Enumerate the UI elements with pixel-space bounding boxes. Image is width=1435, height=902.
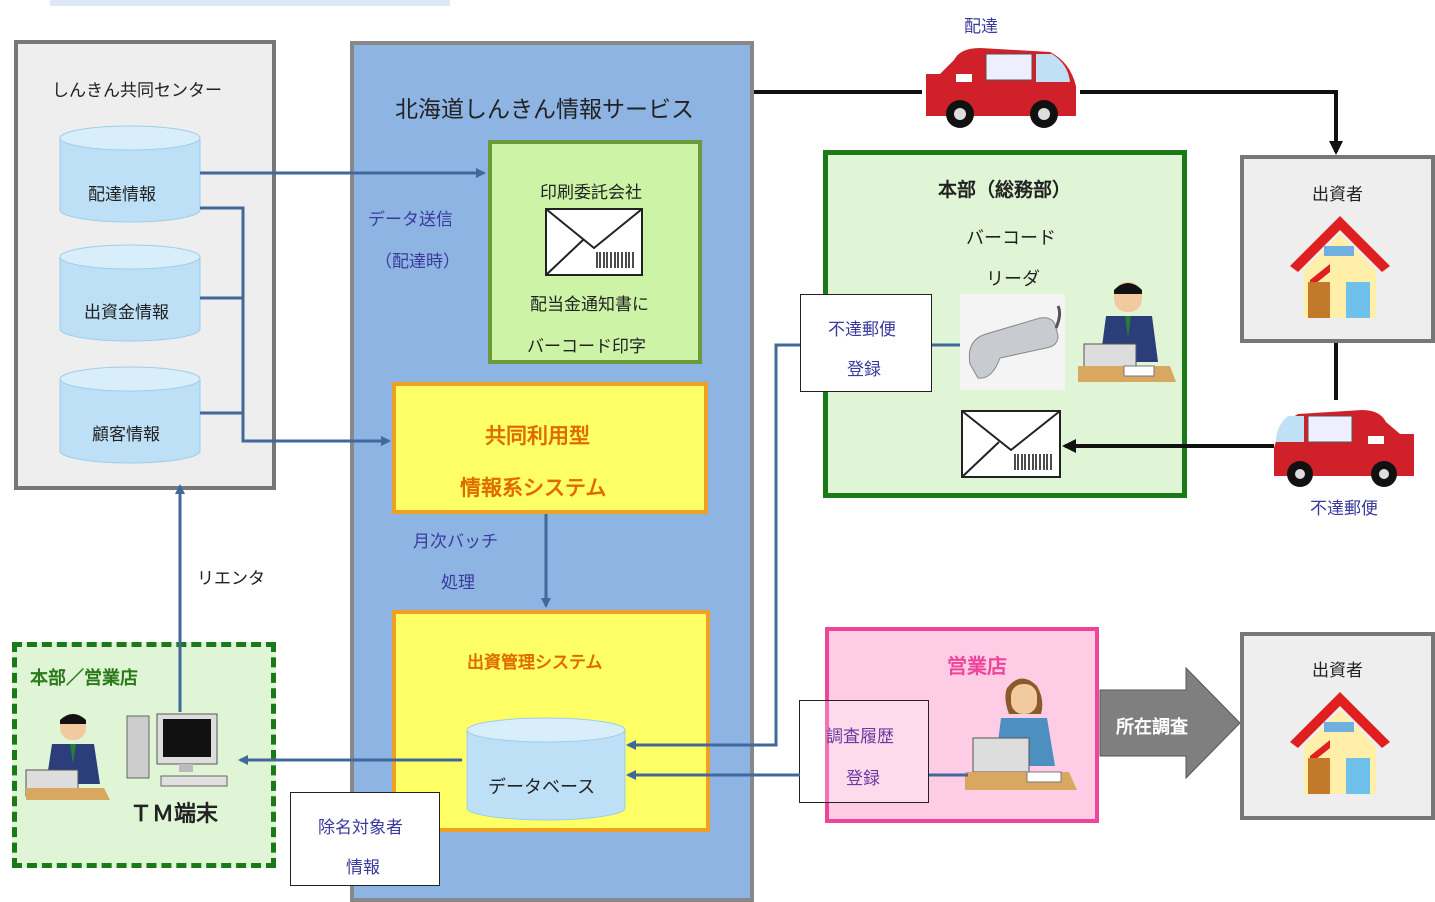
print-company-title: 印刷委託会社 xyxy=(540,183,642,203)
arrow-db-to-shared xyxy=(200,206,391,446)
terminal-label: ＴＭ端末 xyxy=(130,802,219,827)
survey-reg-line1: 調査履歴 xyxy=(826,727,894,747)
branch-box xyxy=(825,627,1099,823)
undelivered-reg-box xyxy=(800,294,932,392)
main-service-title: 北海道しんきん情報サービス xyxy=(395,97,694,123)
house-icon-top xyxy=(1290,216,1390,318)
arrow-delivery-route xyxy=(754,90,1343,155)
hq-branch-title: 本部／営業店 xyxy=(30,668,138,689)
db-cylinder-delivery xyxy=(59,125,201,223)
db-cylinder-customer xyxy=(59,366,201,464)
data-send-line1: データ送信 xyxy=(368,210,453,230)
db-label-delivery: 配達情報 xyxy=(88,185,156,205)
removal-info-line1: 除名対象者 xyxy=(318,818,403,838)
db-cylinder-main xyxy=(466,717,626,821)
location-survey-label: 所在調査 xyxy=(1116,717,1188,738)
investor-bottom-label: 出資者 xyxy=(1312,661,1363,681)
undelivered-reg-line1: 不達郵便 xyxy=(828,320,896,340)
delivery-label: 配達 xyxy=(964,17,998,37)
db-label-investment: 出資金情報 xyxy=(84,303,169,323)
removal-info-line2: 情報 xyxy=(346,858,380,878)
shared-system-line1: 共同利用型 xyxy=(485,424,590,448)
arrow-returned-route xyxy=(1062,343,1338,453)
reader-line1: バーコード xyxy=(966,228,1056,249)
survey-reg-line2: 登録 xyxy=(846,769,880,789)
envelope-returned-icon xyxy=(961,410,1061,478)
db-label-customer: 顧客情報 xyxy=(92,425,160,445)
hq-staff-icon xyxy=(1078,282,1176,382)
batch-line1: 月次バッチ xyxy=(413,532,498,552)
delivery-van-icon xyxy=(926,48,1076,128)
office-worker-icon xyxy=(25,714,110,800)
hq-general-title: 本部（総務部） xyxy=(938,179,1072,201)
reenter-label: リエンタ xyxy=(197,569,265,589)
barcode-reader-icon xyxy=(968,305,1062,379)
investment-system-title: 出資管理システム xyxy=(467,653,603,673)
print-company-line2: バーコード印字 xyxy=(527,337,646,357)
batch-line2: 処理 xyxy=(441,573,475,593)
top-banner-strip xyxy=(50,0,450,6)
undelivered-mail-label: 不達郵便 xyxy=(1310,499,1378,519)
location-survey-arrow xyxy=(1099,666,1241,780)
computer-terminal-icon xyxy=(126,713,228,787)
branch-staff-icon xyxy=(965,678,1077,790)
reader-line2: リーダ xyxy=(986,269,1040,290)
undelivered-reg-line2: 登録 xyxy=(847,360,881,380)
print-company-line1: 配当金通知書に xyxy=(530,295,649,315)
investor-top-label: 出資者 xyxy=(1312,185,1363,205)
house-icon-bottom xyxy=(1290,692,1390,794)
arrow-undelivered-reg xyxy=(626,343,960,750)
data-send-line2: （配達時） xyxy=(375,252,460,272)
returning-van-icon xyxy=(1274,410,1414,487)
db-cylinder-investment xyxy=(59,244,201,342)
branch-title: 営業店 xyxy=(947,654,1007,678)
envelope-barcode-icon xyxy=(545,208,643,276)
db-label-main: データベース xyxy=(488,777,596,798)
survey-reg-box xyxy=(799,700,929,803)
shared-system-line2: 情報系システム xyxy=(460,476,607,500)
removal-info-box xyxy=(290,792,440,886)
shared-system-box xyxy=(392,382,708,514)
shinkin-center-title: しんきん共同センター xyxy=(52,81,222,101)
